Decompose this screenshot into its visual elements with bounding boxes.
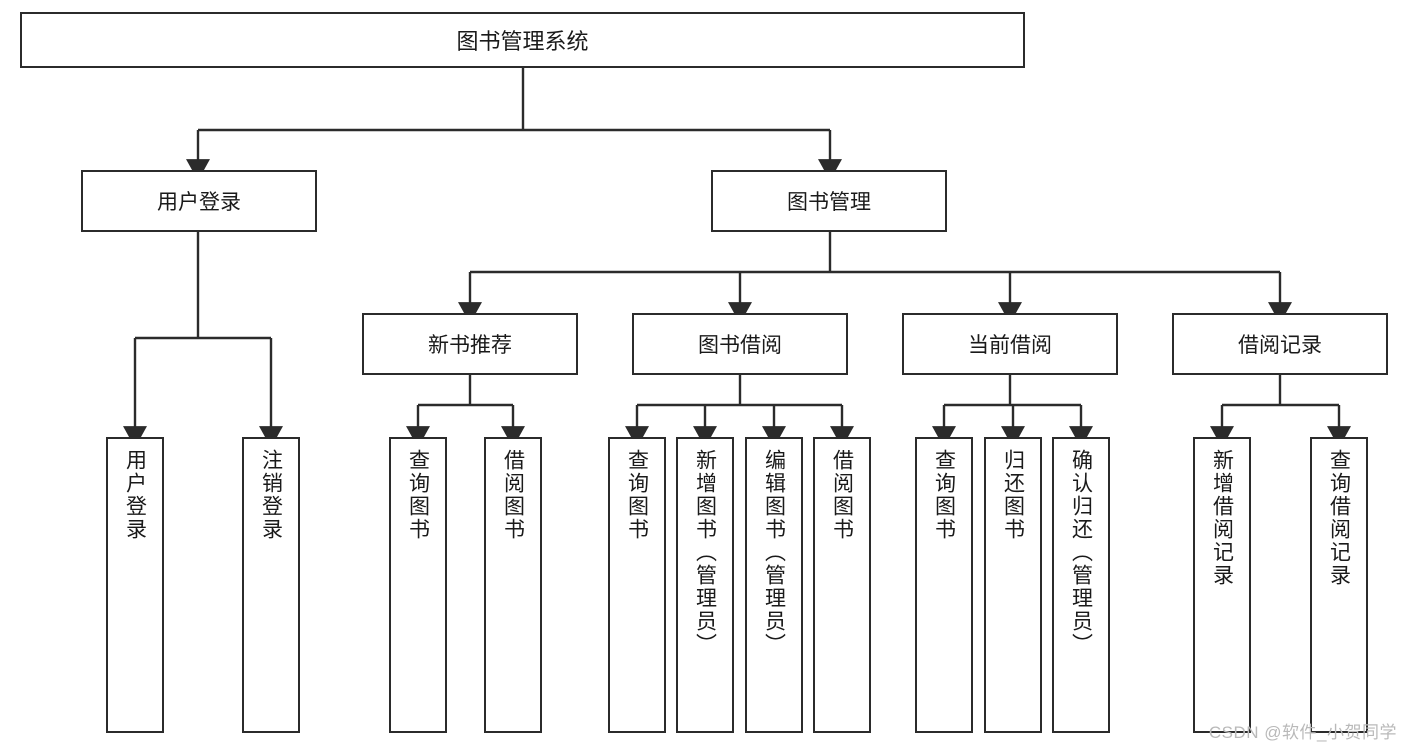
node-user-login[interactable]: 用户登录: [81, 170, 317, 232]
node-current-borrow[interactable]: 当前借阅: [902, 313, 1118, 375]
node-label: 用户登录: [157, 191, 241, 214]
leaf-logout-login[interactable]: 注销登录: [242, 437, 300, 733]
node-label: 查询借阅记录: [1327, 449, 1351, 587]
node-new-book-recommend[interactable]: 新书推荐: [362, 313, 578, 375]
node-label: 查询图书: [406, 449, 430, 541]
node-label: 查询图书: [932, 449, 956, 541]
node-label: 图书管理: [787, 191, 871, 214]
node-label: 借阅图书: [830, 449, 854, 541]
node-label: 用户登录: [123, 449, 147, 541]
node-book-management[interactable]: 图书管理: [711, 170, 947, 232]
node-label: 新增图书（管理员）: [693, 449, 717, 656]
node-label: 新书推荐: [428, 334, 512, 357]
leaf-query-book-recommend[interactable]: 查询图书: [389, 437, 447, 733]
leaf-borrow-book-recommend[interactable]: 借阅图书: [484, 437, 542, 733]
node-borrow-record[interactable]: 借阅记录: [1172, 313, 1388, 375]
node-label: 查询图书: [625, 449, 649, 541]
leaf-query-book-current[interactable]: 查询图书: [915, 437, 973, 733]
leaf-query-book-borrow[interactable]: 查询图书: [608, 437, 666, 733]
leaf-confirm-return-admin[interactable]: 确认归还（管理员）: [1052, 437, 1110, 733]
leaf-add-book-admin[interactable]: 新增图书（管理员）: [676, 437, 734, 733]
node-label: 借阅记录: [1238, 334, 1322, 357]
leaf-query-borrow-record[interactable]: 查询借阅记录: [1310, 437, 1368, 733]
node-label: 新增借阅记录: [1210, 449, 1234, 587]
node-label: 归还图书: [1001, 449, 1025, 541]
node-label: 图书借阅: [698, 334, 782, 357]
leaf-edit-book-admin[interactable]: 编辑图书（管理员）: [745, 437, 803, 733]
node-label: 注销登录: [259, 449, 283, 541]
node-label: 确认归还（管理员）: [1069, 449, 1093, 656]
node-book-borrow[interactable]: 图书借阅: [632, 313, 848, 375]
leaf-return-book[interactable]: 归还图书: [984, 437, 1042, 733]
leaf-add-borrow-record[interactable]: 新增借阅记录: [1193, 437, 1251, 733]
node-label: 当前借阅: [968, 334, 1052, 357]
leaf-user-login[interactable]: 用户登录: [106, 437, 164, 733]
csdn-watermark: CSDN @软件_小贺同学: [1208, 723, 1397, 742]
node-label: 编辑图书（管理员）: [762, 449, 786, 656]
node-label: 图书管理系统: [456, 29, 589, 54]
node-label: 借阅图书: [501, 449, 525, 541]
node-root-book-management-system[interactable]: 图书管理系统: [20, 12, 1025, 68]
leaf-borrow-book[interactable]: 借阅图书: [813, 437, 871, 733]
